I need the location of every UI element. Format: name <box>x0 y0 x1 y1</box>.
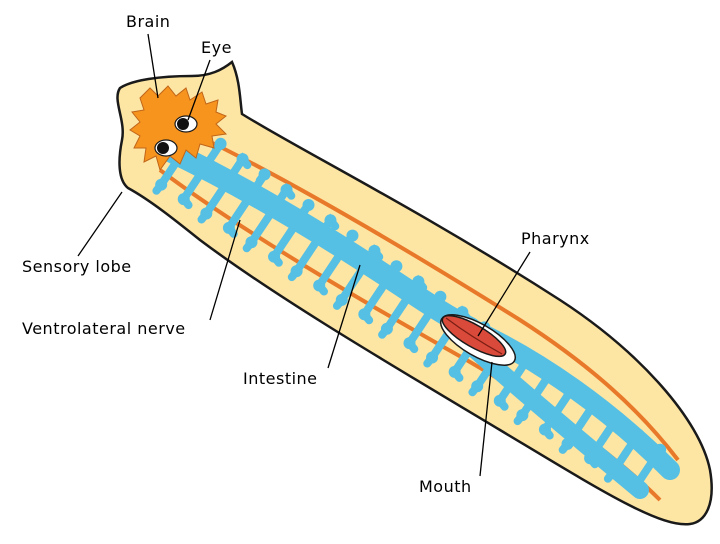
eye-lower <box>154 139 178 157</box>
leader-brain <box>147 33 159 99</box>
pharynx-lumen-line <box>445 317 503 355</box>
intestine-diverticulum <box>258 168 271 181</box>
label-pharynx: Pharynx <box>521 229 590 248</box>
intestine-diverticulum <box>516 409 529 422</box>
intestine-diverticulum <box>302 199 315 212</box>
intestine-diverticulum <box>200 207 213 220</box>
leader-ventrolateral-nerve <box>209 219 241 321</box>
leader-pharynx <box>477 251 531 337</box>
intestine-diverticulum <box>493 394 506 407</box>
pharynx-muscle <box>441 314 507 358</box>
intestine-diverticulum <box>358 308 371 321</box>
intestine-diverticulum <box>245 236 258 249</box>
nerve-cord-upper <box>189 130 680 462</box>
intestine-diverticulum <box>236 153 249 166</box>
leader-eye <box>187 59 211 121</box>
intestine-diverticulum <box>214 137 227 150</box>
intestine-diverticulum <box>177 193 190 206</box>
label-mouth: Mouth <box>419 477 472 496</box>
intestine-diverticulum <box>471 380 484 393</box>
intestine-diverticulum <box>538 423 551 436</box>
intestine-diverticulum <box>280 183 293 196</box>
intestine-diverticulum <box>335 293 348 306</box>
pharynx <box>440 314 516 366</box>
intestine-diverticulum <box>403 337 416 350</box>
intestine-diverticulum <box>448 365 461 378</box>
leader-sensory-lobe <box>77 191 123 257</box>
intestine-diverticulum <box>324 214 337 227</box>
label-ventrolateral-nerve: Ventrolateral nerve <box>22 319 186 338</box>
intestine-diverticulum <box>426 351 439 364</box>
intestine-diverticulum <box>380 322 393 335</box>
intestine-diverticulum <box>290 265 303 278</box>
leader-lines <box>77 33 531 477</box>
label-sensory-lobe: Sensory lobe <box>22 257 132 276</box>
intestine-diverticulum <box>313 279 326 292</box>
intestine-diverticulum <box>222 221 235 234</box>
eye-upper <box>174 115 198 133</box>
leader-intestine <box>327 264 361 369</box>
intestine-diverticulum <box>155 178 168 191</box>
eyespots <box>154 115 198 157</box>
intestine-anterior-branch <box>157 139 481 339</box>
intestine-diverticulum <box>346 229 359 242</box>
label-eye: Eye <box>201 38 232 57</box>
label-intestine: Intestine <box>243 369 318 388</box>
label-brain: Brain <box>126 12 171 31</box>
intestine-diverticulum <box>268 250 281 263</box>
leader-mouth <box>479 361 493 477</box>
